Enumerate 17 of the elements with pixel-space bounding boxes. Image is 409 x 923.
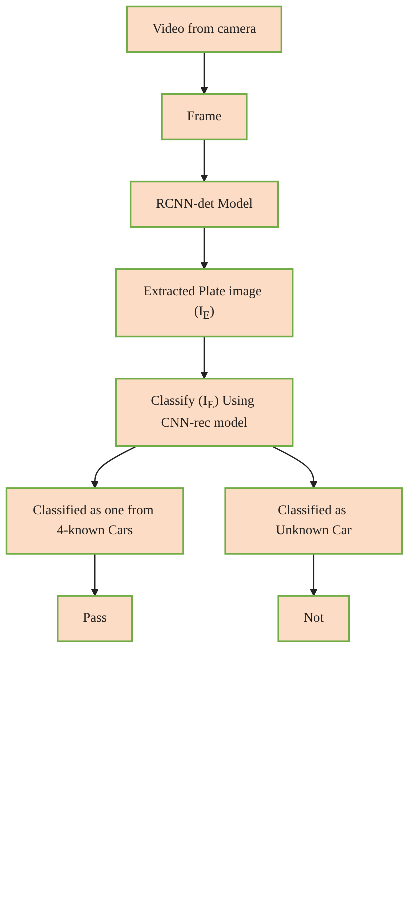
node-box: Pass — [57, 595, 134, 642]
arrow — [310, 554, 318, 596]
node-box: RCNN-det Model — [130, 180, 280, 228]
node-box: Not — [278, 595, 350, 642]
arrow — [200, 140, 208, 182]
node-box: Video from camera — [126, 6, 283, 54]
arrow — [272, 446, 318, 489]
arrow — [200, 336, 208, 380]
arrow — [200, 227, 208, 270]
node-box: Classified as one from 4-known Cars — [6, 488, 184, 555]
arrow — [91, 554, 99, 596]
arrow — [200, 52, 208, 95]
node-box: Classified as Unknown Car — [224, 488, 404, 555]
node-box: Extracted Plate image (I$_{E}$) — [115, 268, 294, 338]
arrow — [91, 446, 138, 489]
node-box: Classify (I$_{E}$) Using CNN-rec model — [115, 378, 294, 448]
node-box: Frame — [161, 93, 248, 141]
